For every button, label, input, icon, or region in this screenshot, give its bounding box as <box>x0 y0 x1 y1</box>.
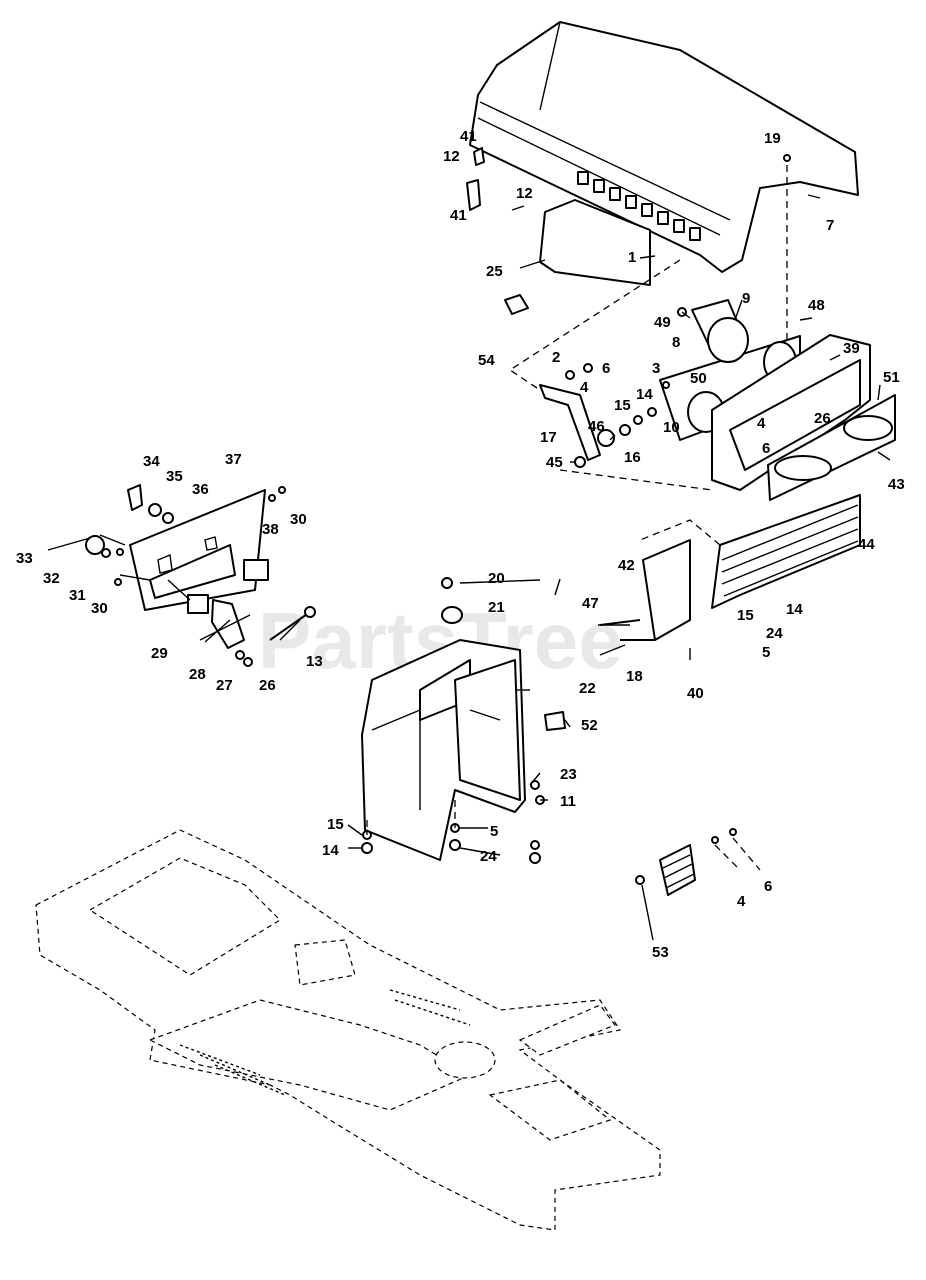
callout-51: 51 <box>883 369 900 386</box>
callout-4: 4 <box>757 415 766 432</box>
callout-26: 26 <box>259 677 276 694</box>
callout-12: 12 <box>516 185 533 202</box>
callout-20: 20 <box>488 570 505 587</box>
callout-32: 32 <box>43 570 60 587</box>
callout-15: 15 <box>737 607 754 624</box>
callout-24: 24 <box>480 848 497 865</box>
callout-3: 3 <box>652 360 660 377</box>
callout-27: 27 <box>216 677 233 694</box>
callout-8: 8 <box>672 334 680 351</box>
callouts: 41 12 41 12 25 1 19 7 9 48 49 8 54 2 6 4… <box>16 128 905 961</box>
callout-35: 35 <box>166 468 183 485</box>
callout-46: 46 <box>588 418 605 435</box>
callout-50: 50 <box>690 370 707 387</box>
callout-53: 53 <box>652 944 669 961</box>
callout-25: 25 <box>486 263 503 280</box>
callout-47: 47 <box>582 595 599 612</box>
callout-18: 18 <box>626 668 643 685</box>
callout-36: 36 <box>192 481 209 498</box>
callout-11: 11 <box>560 793 576 810</box>
callout-19: 19 <box>764 130 781 147</box>
callout-28: 28 <box>189 666 206 683</box>
grille-assembly <box>559 299 896 641</box>
callout-45: 45 <box>546 454 563 471</box>
callout-29: 29 <box>151 645 168 662</box>
callout-54: 54 <box>478 352 495 369</box>
tractor-frame <box>35 829 661 1231</box>
callout-22: 22 <box>579 680 596 697</box>
lower-bracket <box>635 828 761 896</box>
callout-9: 9 <box>742 290 750 307</box>
callout-30: 30 <box>91 600 108 617</box>
callout-13: 13 <box>306 653 323 670</box>
callout-14: 14 <box>636 386 653 403</box>
callout-34: 34 <box>143 453 160 470</box>
callout-6: 6 <box>764 878 772 895</box>
callout-39: 39 <box>843 340 860 357</box>
callout-26: 26 <box>814 410 831 427</box>
callout-4: 4 <box>737 893 746 910</box>
callout-40: 40 <box>687 685 704 702</box>
callout-6: 6 <box>602 360 610 377</box>
callout-48: 48 <box>808 297 825 314</box>
callout-24: 24 <box>766 625 783 642</box>
callout-31: 31 <box>69 587 86 604</box>
callout-43: 43 <box>888 476 905 493</box>
callout-17: 17 <box>540 429 557 446</box>
callout-42: 42 <box>618 557 635 574</box>
callout-21: 21 <box>488 599 505 616</box>
callout-6: 6 <box>762 440 770 457</box>
callout-41: 41 <box>450 207 467 224</box>
callout-7: 7 <box>826 217 834 234</box>
hood <box>466 21 859 391</box>
center-support <box>361 577 566 864</box>
callout-49: 49 <box>654 314 671 331</box>
callout-52: 52 <box>581 717 598 734</box>
callout-2: 2 <box>552 349 560 366</box>
callout-15: 15 <box>327 816 344 833</box>
leader-lines <box>47 194 891 941</box>
callout-12: 12 <box>443 148 460 165</box>
hood-vent-slots <box>577 171 701 241</box>
callout-41: 41 <box>460 128 477 145</box>
dash-panel <box>85 484 316 667</box>
callout-23: 23 <box>560 766 577 783</box>
callout-44: 44 <box>858 536 875 553</box>
callout-33: 33 <box>16 550 33 567</box>
callout-5: 5 <box>762 644 770 661</box>
callout-5: 5 <box>490 823 498 840</box>
callout-10: 10 <box>663 419 680 436</box>
callout-4: 4 <box>580 379 589 396</box>
bracket-assembly <box>539 363 670 468</box>
callout-14: 14 <box>786 601 803 618</box>
callout-37: 37 <box>225 451 242 468</box>
callout-16: 16 <box>624 449 641 466</box>
callout-15: 15 <box>614 397 631 414</box>
callout-30: 30 <box>290 511 307 528</box>
callout-1: 1 <box>628 249 636 266</box>
callout-14: 14 <box>322 842 339 859</box>
callout-38: 38 <box>262 521 279 538</box>
